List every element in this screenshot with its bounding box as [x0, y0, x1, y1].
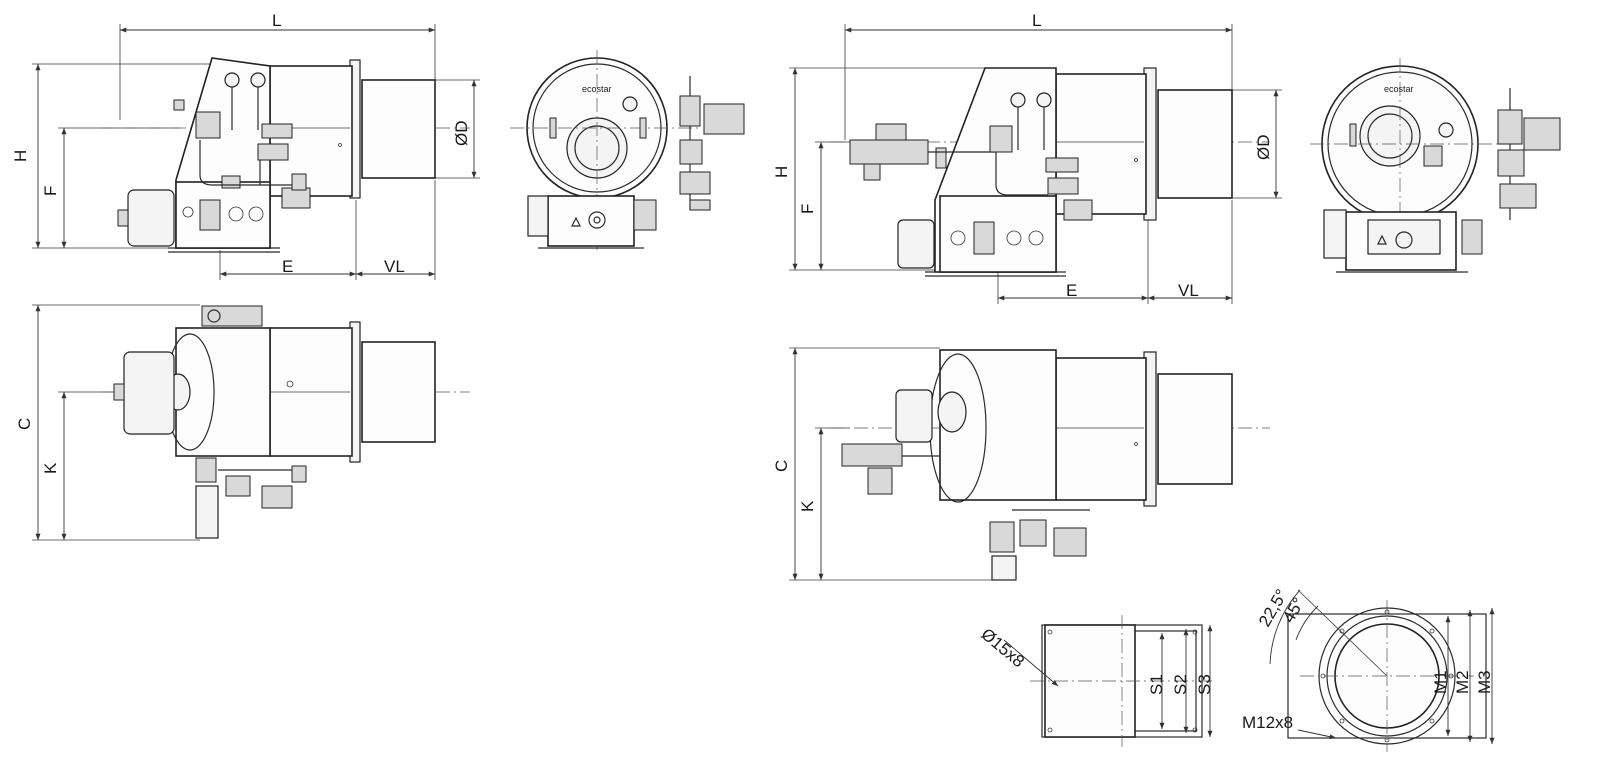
dim-label-L-large: L	[1032, 11, 1041, 30]
dim-label-S1: S1	[1147, 674, 1166, 695]
dim-label-S2: S2	[1171, 674, 1190, 695]
dim-label-M1: M1	[1431, 670, 1450, 694]
dim-label-L: L	[272, 11, 281, 30]
small-burner-front-view: ecostar	[510, 50, 745, 250]
thread-label: M12x8	[1242, 713, 1293, 732]
dim-label-S3: S3	[1195, 674, 1214, 695]
small-burner-side-view: L H F ØD E VL	[11, 11, 480, 280]
dim-label-M3: M3	[1475, 670, 1494, 694]
dim-label-F-large: F	[798, 204, 817, 214]
small-burner-top-view: C K	[15, 304, 470, 541]
dim-label-M2: M2	[1453, 670, 1472, 694]
dim-label-E-large: E	[1066, 281, 1077, 300]
dim-label-D: ØD	[452, 121, 471, 147]
dim-label-C-small: C	[15, 418, 34, 430]
large-burner-side-view: L H F ØD E VL	[772, 11, 1282, 304]
dim-label-K-small: K	[41, 462, 60, 474]
dim-label-VL-large: VL	[1178, 281, 1199, 300]
dim-label-K-large: K	[798, 500, 817, 512]
dim-label-VL: VL	[384, 257, 405, 276]
dim-label-F: F	[41, 186, 60, 196]
large-burner-front-view: ecostar	[1310, 58, 1561, 273]
dim-label-C-large: C	[772, 460, 791, 472]
dim-label-D-large: ØD	[1254, 135, 1273, 161]
round-flange-detail: 22,5° 45° M12x8 M1 M2 M3	[1242, 586, 1495, 752]
brand-label-large: ecostar	[1384, 84, 1414, 94]
brand-label: ecostar	[582, 84, 612, 94]
dim-label-E: E	[282, 257, 293, 276]
large-burner-top-view: C K	[772, 347, 1270, 581]
dim-label-H: H	[11, 150, 30, 162]
square-flange-detail: Ø15x8 S1 S2 S3	[977, 615, 1215, 747]
flange-holes-label: Ø15x8	[977, 625, 1028, 672]
dim-label-H-large: H	[772, 166, 791, 178]
